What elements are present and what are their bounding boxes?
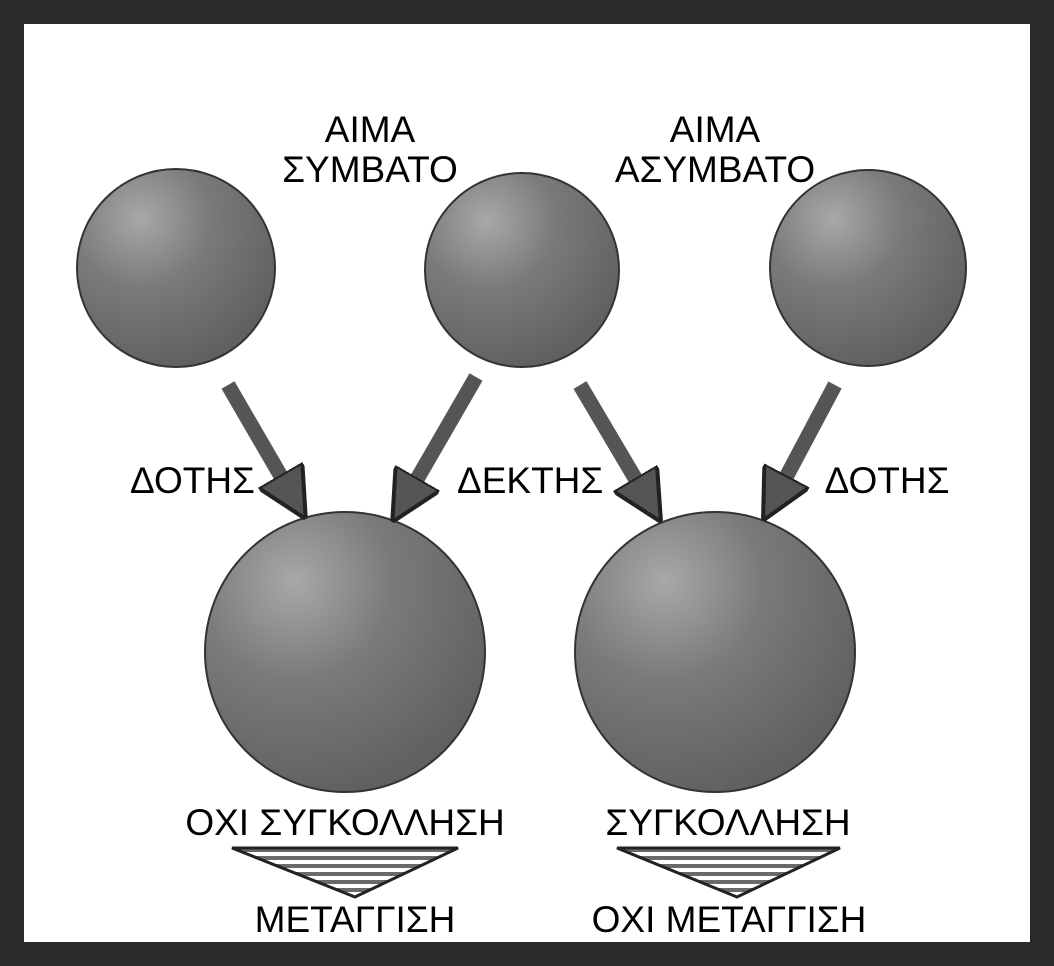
compatible-line-2: ΣΥΜΒΑΤΟ <box>272 150 468 190</box>
donor-cell-right <box>770 170 966 366</box>
transfusion-label: ΜΕΤΑΓΓΙΣΗ <box>240 900 470 940</box>
incompatible-line-1: ΑΙΜΑ <box>600 110 830 150</box>
donor-cell-left <box>77 169 275 367</box>
compatible-blood-label: ΑΙΜΑ ΣΥΜΒΑΤΟ <box>272 110 468 190</box>
mixed-cell-compatible <box>205 512 485 792</box>
recipient-cell <box>425 173 619 367</box>
incompatible-line-2: ΑΣΥΜΒΑΤΟ <box>600 150 830 190</box>
donor-label-right: ΔΟΤΗΣ <box>822 461 952 501</box>
recipient-label: ΔΕΚΤΗΣ <box>457 461 603 501</box>
no-transfusion-label: ΟΧΙ ΜΕΤΑΓΓΙΣΗ <box>574 900 884 940</box>
mixed-cell-incompatible <box>575 512 855 792</box>
agglutination-label: ΣΥΓΚΟΛΛΗΣΗ <box>600 803 856 843</box>
incompatible-blood-label: ΑΙΜΑ ΑΣΥΜΒΑΤΟ <box>600 110 830 190</box>
compatible-line-1: ΑΙΜΑ <box>272 110 468 150</box>
striped-triangle-icon <box>232 848 458 897</box>
no-agglutination-label: ΟΧΙ ΣΥΓΚΟΛΛΗΣΗ <box>180 803 510 843</box>
striped-triangle-icon <box>617 848 840 897</box>
donor-label-left: ΔΟΤΗΣ <box>130 461 250 501</box>
